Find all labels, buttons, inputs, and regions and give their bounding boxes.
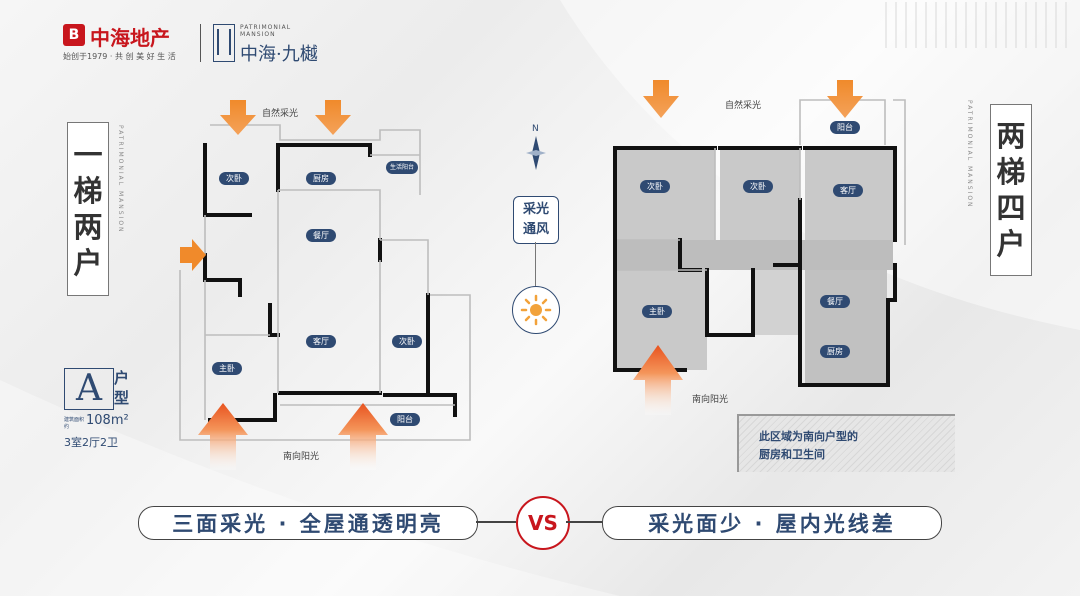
layout-desc: 3室2厅2卫 xyxy=(64,436,118,449)
north-label: N xyxy=(532,124,539,134)
room-tag: 主卧 xyxy=(212,362,242,375)
right-bottom-light-label: 南向阳光 xyxy=(692,395,729,405)
unit-word-1: 户 xyxy=(114,369,130,387)
project-seal-icon xyxy=(213,24,235,62)
project-sub-en-2: MANSION xyxy=(240,31,276,38)
right-title-char: 四 xyxy=(996,191,1026,225)
room-tag: 阳台 xyxy=(830,121,860,134)
brand-mark-icon: B xyxy=(63,24,85,46)
left-title-char: 两 xyxy=(73,210,103,244)
feature-connector xyxy=(535,242,536,286)
feature-line-2: 通风 xyxy=(522,222,549,237)
room-tag: 客厅 xyxy=(306,335,336,348)
right-title-char: 梯 xyxy=(996,155,1026,189)
room-tag: 次卧 xyxy=(219,172,249,185)
right-title-char: 两 xyxy=(996,119,1026,153)
room-tag: 次卧 xyxy=(743,180,773,193)
left-top-light-label: 自然采光 xyxy=(262,109,299,119)
note-box: 此区域为南向户型的 厨房和卫生间 xyxy=(737,414,955,472)
right-floor-plan xyxy=(613,80,906,415)
vs-badge: VS xyxy=(516,496,570,550)
left-title-char: 梯 xyxy=(73,174,103,208)
top-right-pattern xyxy=(885,2,1067,48)
brand-slogan: 始创于1979 · 共 创 美 好 生 活 xyxy=(63,52,176,61)
right-side-text: PATRIMONIAL MANSION xyxy=(966,100,973,209)
note-line-2: 厨房和卫生间 xyxy=(759,448,825,461)
right-title-char: 户 xyxy=(996,227,1026,261)
left-title-card: 一 梯 两 户 xyxy=(67,122,109,296)
brand-name: 中海地产 xyxy=(90,26,170,50)
feature-line-1: 采光 xyxy=(522,202,549,217)
right-top-light-label: 自然采光 xyxy=(725,101,762,111)
room-tag: 餐厅 xyxy=(306,229,336,242)
right-title-card: 两 梯 四 户 xyxy=(990,104,1032,276)
left-slogan-pill: 三面采光 · 全屋通透明亮 xyxy=(138,506,478,540)
room-tag: 生活阳台 xyxy=(386,161,419,174)
left-floor-plan xyxy=(179,100,471,470)
right-slogan-pill: 采光面少 · 屋内光线差 xyxy=(602,506,942,540)
area-value: 108m² xyxy=(86,413,129,428)
area-label-1: 建筑面积 xyxy=(64,417,85,423)
left-bottom-light-label: 南向阳光 xyxy=(283,452,320,462)
room-tag: 主卧 xyxy=(642,305,672,318)
area-label-2: 约 xyxy=(64,424,70,430)
room-tag: 厨房 xyxy=(820,345,850,358)
compass-icon xyxy=(526,136,546,170)
header-divider xyxy=(200,24,201,62)
project-sub-en-1: PATRIMONIAL xyxy=(240,24,292,31)
unit-word-2: 型 xyxy=(114,389,130,407)
note-line-1: 此区域为南向户型的 xyxy=(759,430,858,443)
left-side-text: PATRIMONIAL MANSION xyxy=(117,125,124,234)
feature-box: 采光 通风 xyxy=(513,196,559,244)
room-tag: 客厅 xyxy=(833,184,863,197)
left-title-char: 户 xyxy=(73,246,103,280)
unit-letter: A xyxy=(64,368,114,410)
room-tag: 次卧 xyxy=(640,180,670,193)
right-slogan: 采光面少 · 屋内光线差 xyxy=(648,512,896,536)
left-slogan: 三面采光 · 全屋通透明亮 xyxy=(172,512,444,536)
sun-icon xyxy=(512,286,560,334)
left-title-char: 一 xyxy=(73,138,103,172)
project-name: 中海·九樾 xyxy=(240,44,318,65)
room-tag: 次卧 xyxy=(392,335,422,348)
left-connector xyxy=(476,521,516,523)
room-tag: 阳台 xyxy=(390,413,420,426)
room-tag: 餐厅 xyxy=(820,295,850,308)
room-tag: 厨房 xyxy=(306,172,336,185)
unit-info: A 户 型 建筑面积 约 108m² 3室2厅2卫 xyxy=(64,368,134,450)
right-connector xyxy=(566,521,602,523)
